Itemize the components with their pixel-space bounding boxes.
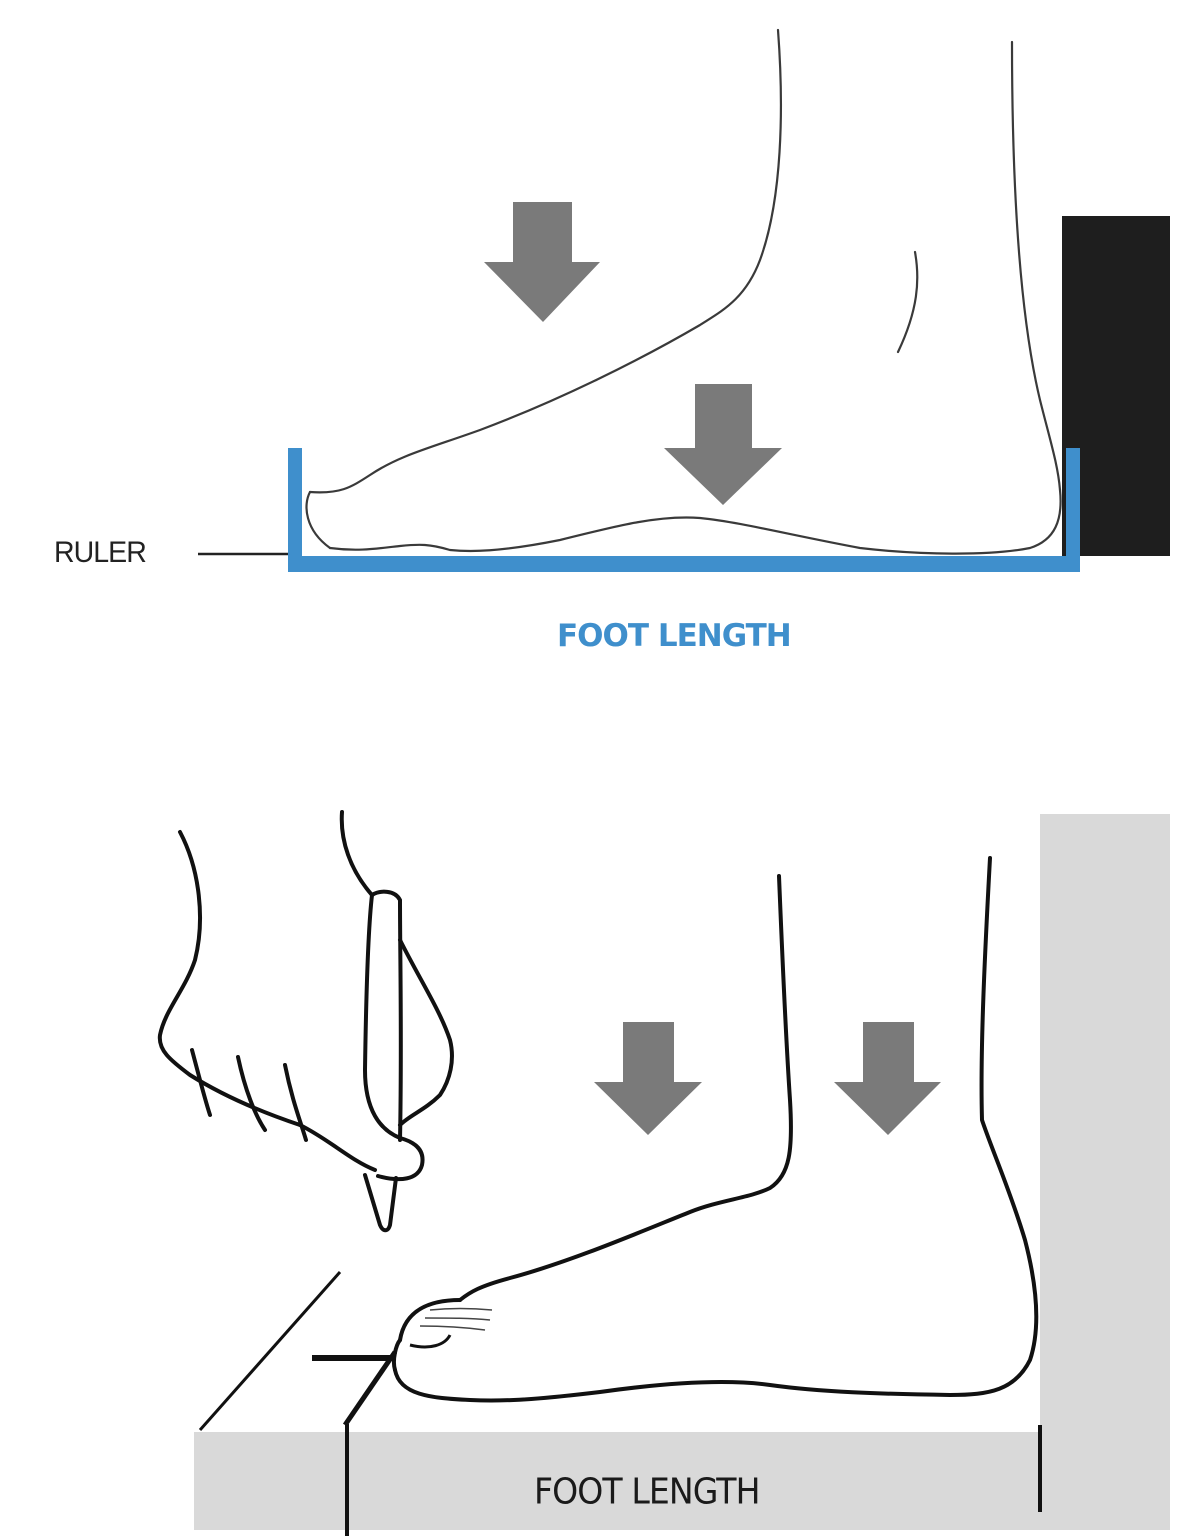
- bottom-panel: FOOT LENGTH: [0, 760, 1184, 1536]
- blue-measurement-bracket: [288, 448, 1080, 572]
- top-panel: RULER FOOT LENGTH: [0, 0, 1184, 760]
- down-arrow-icon: [484, 202, 600, 322]
- bottom-illustration: [157, 810, 1170, 1536]
- down-arrow-icon: [664, 384, 782, 505]
- foot-outline: [305, 28, 1062, 555]
- foot-length-label: FOOT LENGTH: [557, 618, 792, 654]
- down-arrow-icon: [594, 1022, 702, 1135]
- gray-wall: [1040, 814, 1170, 1530]
- paper-ruler: [194, 1432, 1040, 1530]
- hand-with-pen: [157, 810, 454, 1233]
- foot-length-label: FOOT LENGTH: [534, 1471, 761, 1513]
- top-illustration: [198, 28, 1170, 572]
- toe-mark-diagonal: [342, 1350, 398, 1427]
- ruler-label: RULER: [54, 536, 147, 569]
- down-arrow-icon: [834, 1022, 941, 1135]
- paper-edge: [198, 1271, 342, 1431]
- toe-lines: [409, 1307, 493, 1349]
- foot-outline: [391, 856, 1039, 1403]
